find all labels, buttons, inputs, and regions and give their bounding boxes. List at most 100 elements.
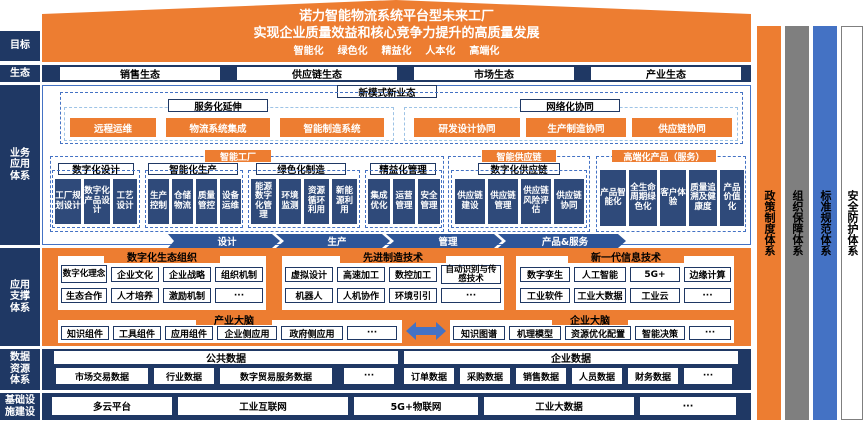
org-talent: 人才培养 [111, 288, 159, 303]
item-integration-opt: 集成优化 [368, 179, 390, 224]
org-mechanism: 组织机制 [215, 267, 263, 282]
it-industrial-cloud: 工业云 [630, 288, 680, 303]
infra-industrial-big-data: 工业大数据 [484, 397, 634, 415]
network-supply-chain: 供应链协同 [632, 118, 732, 137]
network-title: 网络化协同 [520, 99, 620, 113]
service-smart-mfg: 智能制造系统 [280, 118, 384, 137]
item-product-intelligence: 产品智能化 [600, 170, 626, 226]
edata-personnel: 人员数据 [572, 368, 622, 384]
pdata-digital-trade: 数字贸易服务数据 [220, 368, 332, 384]
network-production: 生产制造协同 [526, 118, 626, 137]
brain-knowledge-comp: 知识组件 [61, 326, 109, 340]
item-digital-product-design: 数字化产品设计 [84, 179, 110, 224]
pillar-security: 安全防护体系 [841, 26, 863, 420]
public-data-title: 公共数据 [54, 351, 398, 365]
it-industrial-software: 工业软件 [520, 288, 570, 303]
it-ai: 人工智能 [574, 267, 626, 282]
goal-roof [42, 0, 751, 62]
pillar-standard: 标准规范体系 [813, 26, 837, 420]
mfg-cnc: 数控加工 [389, 267, 437, 282]
brain-enterprise-app: 企业侧应用 [217, 326, 277, 340]
mfg-robot: 机器人 [285, 288, 333, 303]
row-label-data: 数据 资源 体系 [0, 349, 40, 390]
mfg-auto-id: 自动识别与传感技术 [441, 265, 501, 284]
goal-subtitle: 实现企业质量效益和核心竞争力提升的高质量发展 [253, 26, 540, 41]
service-title: 服务化延伸 [168, 99, 268, 113]
flow-design: 设计 [217, 237, 237, 248]
brain-gov-app: 政府侧应用 [281, 326, 343, 340]
infra-5g-iot: 5G+物联网 [354, 397, 478, 415]
flow-management: 管理 [438, 237, 458, 248]
flow-arrows [168, 234, 626, 248]
edata-finance: 财务数据 [628, 368, 678, 384]
org-incentive: 激励机制 [163, 288, 211, 303]
item-supply-risk: 供应链风险评估 [521, 179, 551, 224]
it-digital-twin: 数字孪生 [520, 267, 570, 282]
mfg-virtual-design: 虚拟设计 [285, 267, 333, 282]
org-eco-cooperation: 生态合作 [61, 288, 107, 303]
smart-factory-title: 智能工厂 [205, 150, 271, 163]
group-lean-mgmt-frame [365, 170, 442, 228]
item-process-design: 工艺设计 [113, 179, 137, 224]
row-label-support: 应用 支撑 体系 [0, 248, 40, 346]
item-operation-mgmt: 运营管理 [393, 179, 415, 224]
pillar-policy-label: 政策制度体系 [763, 190, 776, 256]
it-industrial-big-data: 工业大数据 [574, 288, 626, 303]
goal-title: 诺力智能物流系统平台型未来工厂 [298, 8, 494, 24]
industry-brain-title: 产业大脑 [196, 313, 272, 327]
pillar-org: 组织保障体系 [785, 26, 809, 420]
row-label-infra: 基础设 施建设 [0, 393, 40, 420]
org-more: ··· [215, 288, 263, 303]
pillar-policy: 政策制度体系 [757, 26, 781, 420]
mfg-human-robot: 人机协作 [337, 288, 385, 303]
item-new-energy: 新能源利用 [332, 179, 357, 224]
ebrain-knowledge-graph: 知识图谱 [453, 326, 505, 340]
enterprise-brain-title: 企业大脑 [552, 313, 628, 327]
brain-app-comp: 应用组件 [165, 326, 213, 340]
ecology-supply-chain: 供应链生态 [237, 67, 397, 81]
item-supply-collab: 供应链协同 [554, 179, 584, 224]
edata-sales: 销售数据 [516, 368, 566, 384]
item-resource-recycling: 资源循环利用 [304, 179, 329, 224]
service-remote-om: 远程运维 [70, 118, 156, 137]
item-energy-digital: 能源数字化管理 [251, 179, 276, 224]
it-5g: 5G+ [630, 267, 680, 282]
ebrain-more: ··· [689, 326, 731, 340]
smart-supply-title: 智能供应链 [482, 150, 556, 163]
org-digital-concept: 数字化理念 [61, 265, 107, 283]
edata-more: ··· [684, 368, 732, 384]
it-more: ··· [684, 288, 731, 303]
double-arrow-icon [406, 322, 446, 340]
item-customer-experience: 客户体验 [660, 170, 686, 226]
it-edge: 边缘计算 [684, 267, 731, 282]
ecology-industry: 产业生态 [591, 67, 741, 81]
group-digital-design-frame [52, 170, 140, 228]
goal-keywords: 智能化 绿色化 精益化 人本化 高端化 [293, 45, 500, 57]
edata-purchase: 采购数据 [460, 368, 510, 384]
item-safety-mgmt: 安全管理 [418, 179, 440, 224]
premium-title: 高端化产品（服务） [612, 150, 716, 163]
item-equipment-om: 设备运维 [220, 179, 241, 224]
brain-more: ··· [347, 326, 397, 340]
item-product-value: 产品价值化 [720, 170, 744, 226]
mfg-more: ··· [441, 288, 501, 303]
pdata-market: 市场交易数据 [56, 368, 148, 384]
ebrain-smart-decision: 智能决策 [635, 326, 685, 340]
org-strategy: 企业战略 [163, 267, 211, 282]
item-environment-monitor: 环境监测 [279, 179, 301, 224]
new-it-title: 新一代信息技术 [568, 250, 684, 264]
enterprise-data-title: 企业数据 [404, 351, 738, 365]
mfg-high-speed: 高速加工 [337, 267, 385, 282]
digital-supply-frame [451, 170, 587, 228]
item-factory-planning: 工厂规划设计 [55, 179, 81, 224]
ecology-sales: 销售生态 [60, 67, 220, 81]
pillar-standard-label: 标准规范体系 [819, 190, 832, 256]
edata-order: 订单数据 [404, 368, 454, 384]
new-mode-label: 新模式新业态 [337, 85, 437, 99]
infra-multi-cloud: 多云平台 [52, 397, 172, 415]
row-label-business: 业务 应用 体系 [0, 85, 40, 245]
pdata-more: ··· [344, 368, 394, 384]
item-quality-control: 质量管控 [196, 179, 217, 224]
ecology-market: 市场生态 [414, 67, 574, 81]
pdata-industry: 行业数据 [154, 368, 214, 384]
